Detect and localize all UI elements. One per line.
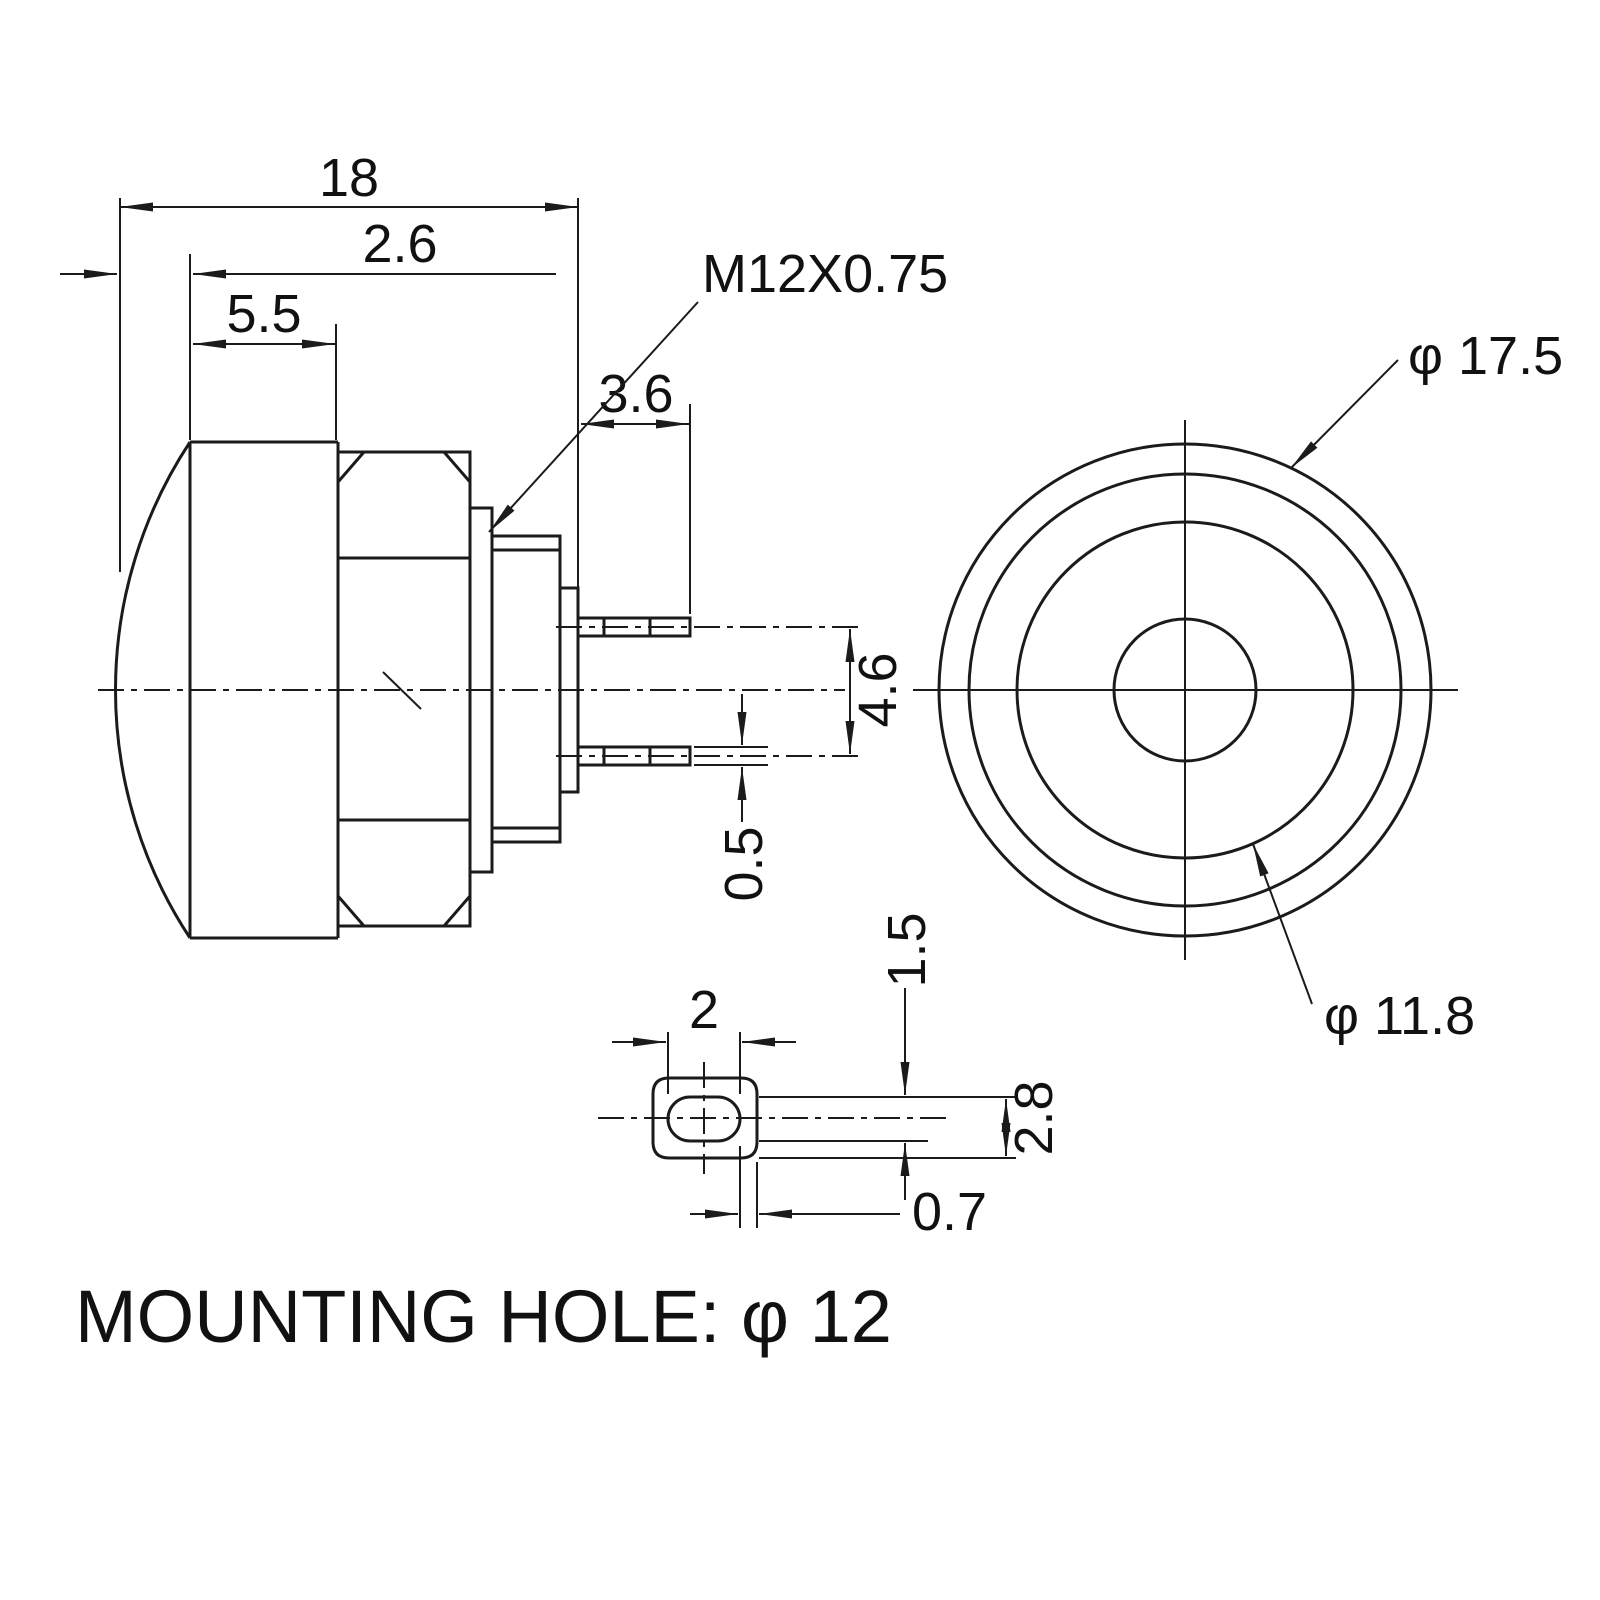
front-view: φ 17.5 φ 11.8: [913, 326, 1563, 1046]
dimension-lug-width: 2.8: [1001, 1080, 1064, 1156]
dim-label-0-5: 0.5: [714, 826, 774, 901]
leader-line: [1290, 359, 1399, 469]
section-tick: [382, 671, 422, 710]
dim-label-2-8: 2.8: [1004, 1080, 1064, 1155]
dia-label-11-8: φ 11.8: [1324, 986, 1475, 1046]
dim-label-5-5: 5.5: [226, 284, 301, 344]
dimension-hole-height: 1.5: [877, 912, 937, 1200]
nut-chamfer: [442, 451, 472, 483]
terminal-detail-view: 2 1.5 2.8 0.7: [598, 912, 1064, 1242]
dimension-overall-width: 18: [119, 148, 579, 588]
leader-line: [488, 301, 699, 533]
dim-label-0-7: 0.7: [912, 1182, 987, 1242]
diameter-callout-17-5: φ 17.5: [1290, 326, 1563, 469]
thread-callout: M12X0.75: [488, 244, 948, 533]
dimension-terminal-thickness: 0.5: [694, 694, 774, 902]
dimension-terminal-pitch: 4.6: [845, 629, 908, 754]
dim-label-2: 2: [689, 980, 719, 1040]
dim-label-2-6: 2.6: [362, 214, 437, 274]
dimension-edge-distance: 0.7: [690, 1146, 987, 1242]
dim-label-1-5: 1.5: [877, 912, 937, 987]
dia-label-17-5: φ 17.5: [1408, 326, 1563, 386]
dimension-terminal-length: 3.6: [581, 364, 691, 614]
mounting-hole-note: MOUNTING HOLE: φ 12: [75, 1275, 892, 1358]
nut-chamfer: [336, 451, 366, 483]
dim-label-18: 18: [319, 148, 379, 208]
nut-chamfer: [336, 895, 366, 927]
dim-label-3-6: 3.6: [598, 364, 673, 424]
nut-chamfer: [442, 895, 472, 927]
footer: MOUNTING HOLE: φ 12: [75, 1275, 892, 1358]
diameter-callout-11-8: φ 11.8: [1252, 843, 1475, 1046]
side-view: 18 2.6 5.5 3.6 M12X0.75 4.6: [60, 148, 948, 940]
dimension-hole-width: 2: [612, 980, 796, 1094]
thread-spec-label: M12X0.75: [702, 244, 948, 304]
dim-label-4-6: 4.6: [848, 652, 908, 727]
dimension-head-protrusion: 2.6: [60, 214, 556, 440]
leader-line: [1252, 843, 1313, 1005]
dimension-head-length: 5.5: [193, 284, 337, 440]
